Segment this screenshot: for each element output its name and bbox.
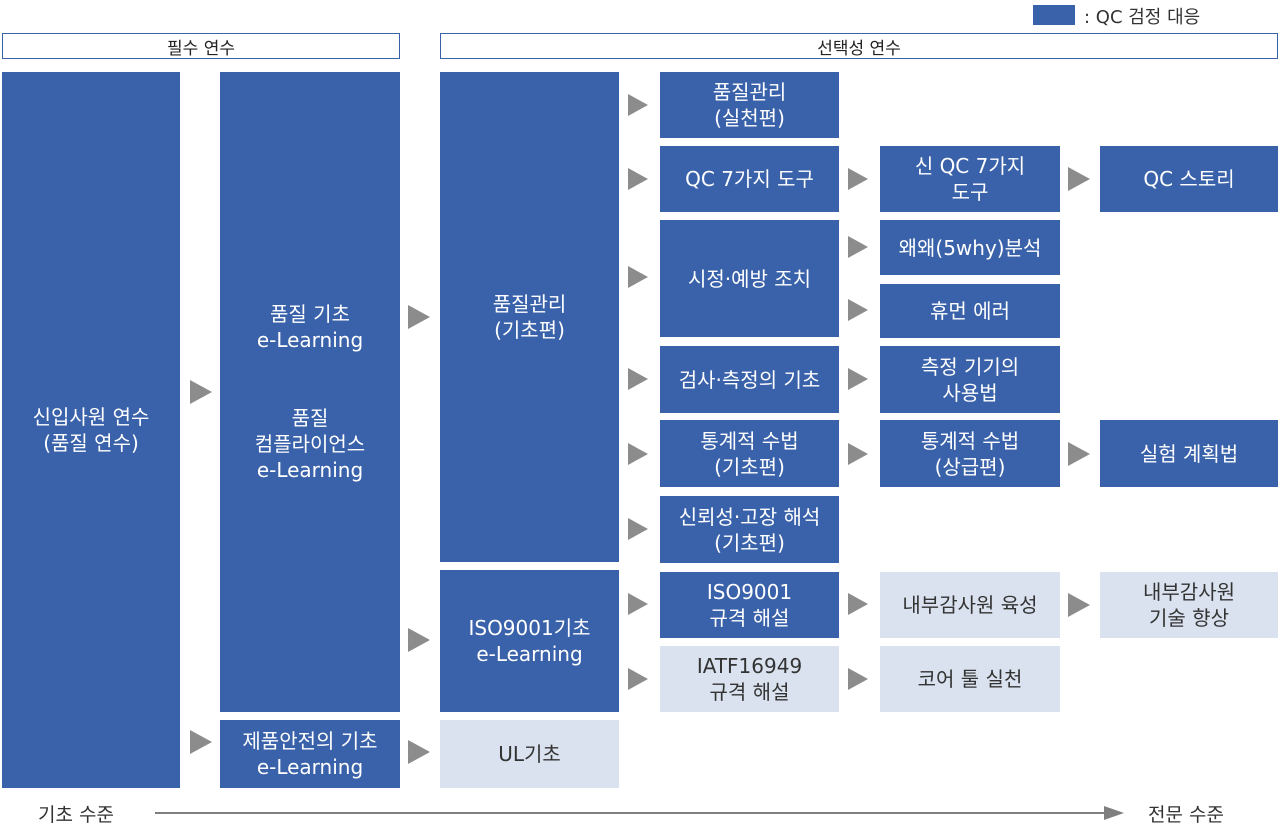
- axis-start-label: 기초 수준: [38, 804, 114, 826]
- box-iso9001-standard: ISO9001 규격 해설: [660, 572, 839, 638]
- box-new-qc7-tools: 신 QC 7가지 도구: [880, 146, 1060, 212]
- legend-swatch: [1033, 5, 1075, 25]
- box-corrective-action: 시정·예방 조치: [660, 220, 839, 337]
- box-qm-practice: 품질관리 (실천편): [660, 72, 839, 138]
- arrow-right-icon: [628, 443, 648, 465]
- arrow-right-icon: [628, 368, 648, 390]
- arrow-right-icon: [628, 266, 648, 288]
- box-human-error: 휴먼 에러: [880, 284, 1060, 338]
- arrow-right-icon: [848, 443, 868, 465]
- box-newhire-training: 신입사원 연수 (품질 연수): [2, 72, 180, 788]
- box-qc7-tools: QC 7가지 도구: [660, 146, 839, 212]
- arrow-right-icon: [190, 380, 212, 404]
- arrow-right-icon: [628, 668, 648, 690]
- arrow-right-icon: [408, 305, 430, 329]
- arrow-right-icon: [628, 518, 648, 540]
- box-reliability: 신뢰성·고장 해석 (기초편): [660, 496, 839, 563]
- box-5why-analysis: 왜왜(5why)분석: [880, 220, 1060, 275]
- arrow-right-icon: [848, 236, 868, 258]
- required-training-header: 필수 연수: [2, 33, 400, 59]
- box-ul-basic: UL기초: [440, 720, 619, 788]
- arrow-right-icon: [628, 94, 648, 116]
- arrow-right-icon: [848, 593, 868, 615]
- box-stats-advanced: 통계적 수법 (상급편): [880, 420, 1060, 487]
- level-axis-line: [155, 812, 1105, 814]
- box-core-tools: 코어 툴 실천: [880, 646, 1060, 712]
- arrow-right-icon: [848, 668, 868, 690]
- arrow-right-icon: [848, 168, 868, 190]
- arrow-right-icon: [408, 740, 430, 764]
- box-qc-story: QC 스토리: [1100, 146, 1278, 212]
- arrow-right-icon: [848, 299, 868, 321]
- legend-label: : QC 검정 대응: [1084, 7, 1201, 28]
- arrow-right-icon: [1068, 593, 1090, 617]
- arrow-right-icon: [408, 628, 430, 652]
- box-instrument-usage: 측정 기기의 사용법: [880, 346, 1060, 413]
- box-product-safety: 제품안전의 기초 e-Learning: [220, 720, 400, 788]
- box-design-of-experiments: 실험 계획법: [1100, 420, 1278, 487]
- box-stats-basic: 통계적 수법 (기초편): [660, 420, 839, 487]
- box-inspection-basic: 검사·측정의 기초: [660, 346, 839, 413]
- arrow-right-icon: [628, 168, 648, 190]
- box-internal-auditor-skill: 내부감사원 기술 향상: [1100, 572, 1278, 638]
- arrow-right-icon: [190, 730, 212, 754]
- level-axis-arrowhead-icon: [1104, 806, 1124, 820]
- arrow-right-icon: [848, 368, 868, 390]
- box-qm-basic: 품질관리 (기초편): [440, 72, 619, 562]
- arrow-right-icon: [628, 593, 648, 615]
- axis-end-label: 전문 수준: [1148, 804, 1224, 826]
- arrow-right-icon: [1068, 442, 1090, 466]
- arrow-right-icon: [1068, 167, 1090, 191]
- box-iatf16949-standard: IATF16949 규격 해설: [660, 646, 839, 712]
- box-iso9001-basic: ISO9001기초 e-Learning: [440, 570, 619, 712]
- optional-training-header: 선택성 연수: [440, 33, 1278, 59]
- box-internal-auditor-training: 내부감사원 육성: [880, 572, 1060, 638]
- box-quality-basic-elearning: 품질 기초 e-Learning 품질 컴플라이언스 e-Learning: [220, 72, 400, 712]
